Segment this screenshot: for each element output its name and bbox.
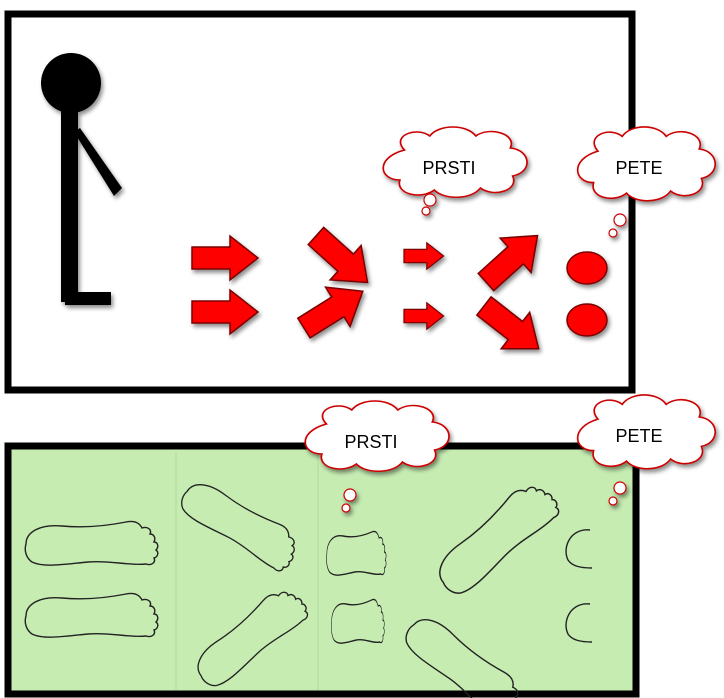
footprint-group [24, 472, 593, 698]
bottom-panel-border [4, 442, 640, 698]
cloud-label-prsti: PRSTI [422, 158, 475, 178]
cloud-label-pete: PETE [615, 158, 662, 178]
stick-figure-icon [41, 53, 122, 305]
cloud-callout-pete-bottom: PETE [576, 394, 717, 506]
cloud-label-prsti: PRSTI [344, 432, 397, 452]
top-panel-border [4, 10, 636, 394]
top-panel [4, 10, 636, 394]
cloud-callout-prsti-top: PRSTI [382, 126, 528, 216]
dot-group [566, 251, 608, 337]
heel-mark-icon [565, 603, 593, 643]
heel-mark-icon [565, 529, 593, 569]
cloud-callout-pete-top: PETE [576, 126, 717, 238]
cloud-label-pete: PETE [615, 426, 662, 446]
dot-icon [566, 303, 608, 337]
dot-icon [566, 251, 608, 285]
bottom-panel [4, 442, 640, 698]
cloud-callout-prsti-bottom: PRSTI [304, 400, 450, 513]
